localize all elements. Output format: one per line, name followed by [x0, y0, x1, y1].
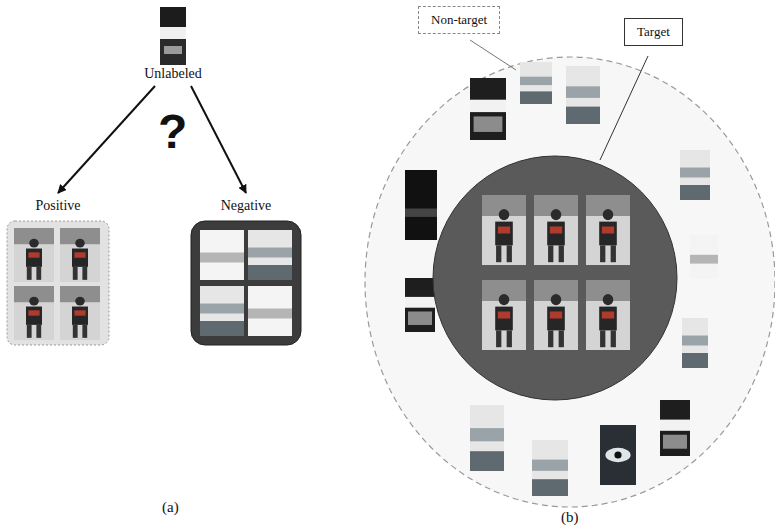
arrow-connector: [58, 86, 155, 193]
non-target-region: [365, 57, 775, 507]
thumbnail-image: [660, 400, 690, 456]
thumbnail-image: [405, 278, 435, 332]
callout-label: Non-target: [431, 12, 487, 28]
negative-set: Negative: [190, 196, 302, 346]
leader-line: [470, 40, 516, 70]
thumbnail-image: [470, 78, 506, 140]
thumbnail-image: [158, 6, 188, 66]
positive-box: [6, 220, 110, 346]
thumbnail-image: [680, 150, 710, 200]
thumbnail-image: [60, 286, 100, 340]
thumbnail-image: [534, 195, 578, 265]
thumbnail-image: [14, 286, 54, 340]
set-label: Negative: [190, 196, 302, 216]
thumbnail-image: [586, 195, 630, 265]
thumbnail-image: [200, 230, 244, 280]
unlabeled-sample: Unlabeled: [128, 6, 218, 82]
callout-label: Target: [637, 24, 670, 40]
thumbnail-image: [60, 228, 100, 282]
set-label: Positive: [6, 196, 110, 216]
negative-box: [190, 220, 302, 346]
thumbnail-image: [470, 405, 504, 471]
thumbnail-image: [600, 425, 636, 485]
leader-line: [600, 56, 648, 160]
thumbnail-image: [248, 230, 292, 280]
positive-set: Positive: [6, 196, 110, 346]
thumbnail-image: [566, 66, 600, 124]
set-label: Unlabeled: [128, 66, 218, 82]
thumbnail-image: [14, 228, 54, 282]
thumbnail-image: [482, 280, 526, 350]
thumbnail-image: [586, 280, 630, 350]
thumbnail-image: [690, 235, 718, 279]
target-region: [433, 156, 677, 400]
thumbnail-image: [532, 440, 568, 496]
thumbnail-image: [520, 62, 552, 104]
panel-label: (b): [561, 510, 579, 525]
arrow-connector: [191, 86, 246, 193]
question-mark: ?: [158, 108, 187, 156]
thumbnail-image: [482, 195, 526, 265]
thumbnail-image: [200, 286, 244, 336]
thumbnail-image: [405, 170, 437, 240]
callout-box: Target: [624, 18, 683, 46]
panel-label: (a): [162, 500, 179, 515]
thumbnail-image: [248, 286, 292, 336]
callout-box: Non-target: [418, 6, 500, 34]
thumbnail-image: [682, 318, 708, 368]
thumbnail-image: [534, 280, 578, 350]
